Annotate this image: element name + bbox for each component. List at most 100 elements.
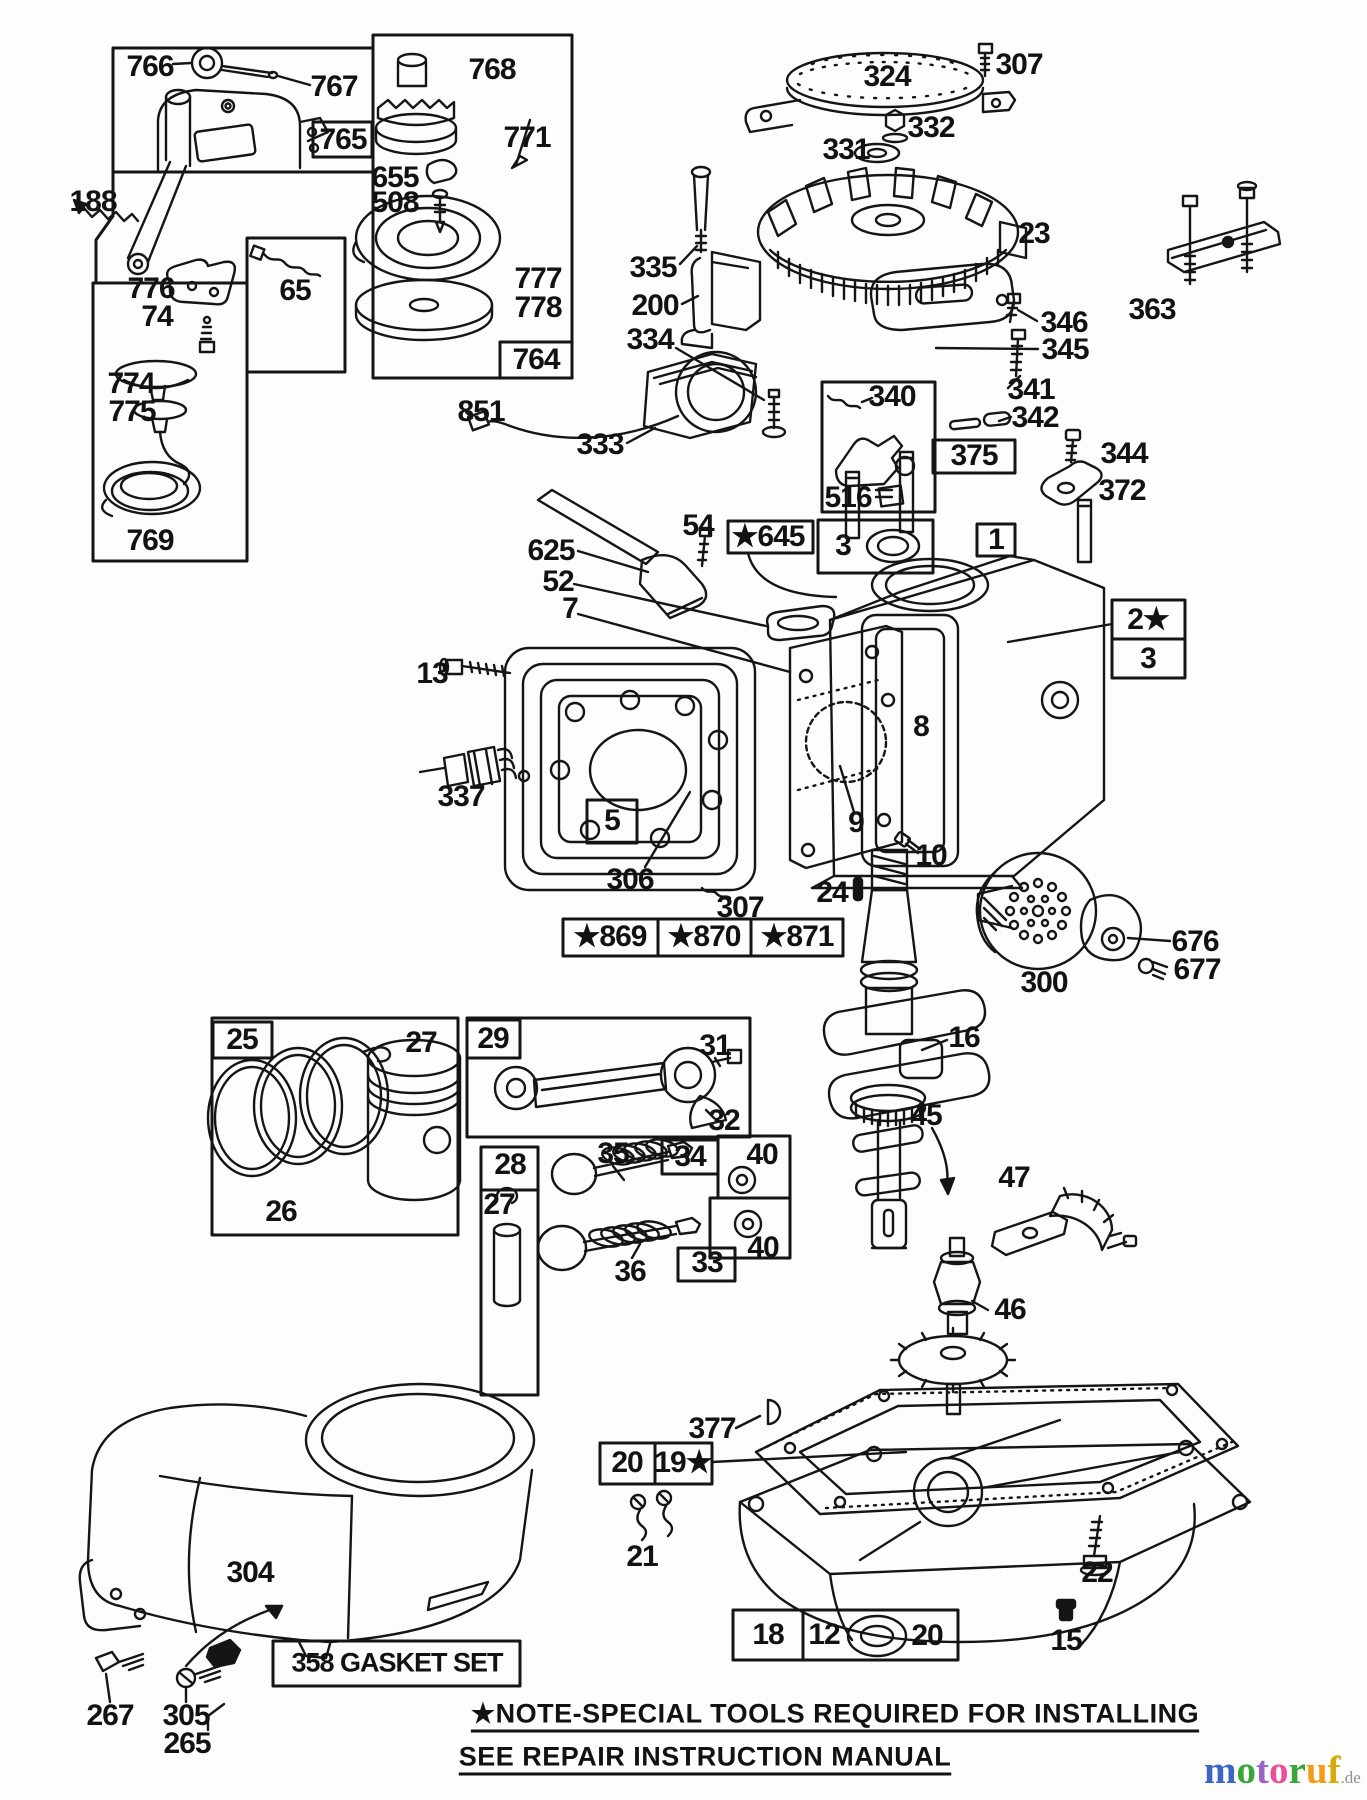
part-label: 3: [835, 529, 852, 562]
part-label: 36: [614, 1255, 646, 1288]
part-label: 35: [597, 1137, 629, 1170]
part-label: ★869: [573, 920, 648, 953]
part-label: 516: [824, 481, 872, 514]
part-label: 40: [746, 1138, 778, 1171]
part-label: 777: [514, 262, 562, 295]
part-label: 776: [127, 272, 175, 305]
part-label: 15: [1050, 1624, 1082, 1657]
part-label: 16: [948, 1021, 980, 1054]
part-label: 769: [126, 524, 174, 557]
part-label: 307: [716, 891, 764, 924]
part-label: 10: [915, 839, 947, 872]
part-label: 267: [86, 1699, 134, 1732]
part-label: ★870: [667, 920, 742, 953]
part-label: 358 GASKET SET: [291, 1647, 503, 1678]
part-label: 20: [611, 1446, 643, 1479]
flywheel-sketch: [464, 42, 1028, 445]
part-label: 332: [907, 111, 955, 144]
part-label: 304: [226, 1556, 274, 1589]
part-label: 74: [141, 300, 173, 333]
part-label: 34: [674, 1140, 706, 1173]
part-label: 8: [913, 710, 930, 743]
part-label: 31: [699, 1029, 731, 1062]
part-label: 677: [1173, 953, 1221, 986]
part-label: 344: [1100, 437, 1148, 470]
part-label: 335: [629, 251, 677, 284]
part-label: 45: [910, 1099, 942, 1132]
recoil-starter-sketch: [72, 46, 532, 518]
part-label: 26: [265, 1195, 297, 1228]
part-label: 22: [1081, 1556, 1113, 1589]
part-label: 508: [371, 186, 419, 219]
part-label: 625: [527, 534, 575, 567]
part-label: 372: [1098, 474, 1146, 507]
motoruf-logo-letters: motoruf: [1204, 1749, 1341, 1792]
breather-governor-sketch: [826, 180, 1282, 508]
special-tools-note: ★NOTE-SPECIAL TOOLS REQUIRED FOR INSTALL…: [470, 1698, 1200, 1729]
part-label: 305: [162, 1699, 210, 1732]
part-label: 771: [503, 121, 551, 154]
part-label: 29: [477, 1022, 509, 1055]
repair-manual-note: SEE REPAIR INSTRUCTION MANUAL: [458, 1741, 952, 1772]
part-label: 9: [848, 806, 865, 839]
part-label: 340: [868, 380, 916, 413]
part-label: 27: [483, 1188, 515, 1221]
part-label: 25: [226, 1023, 258, 1056]
part-label: 676: [1171, 925, 1219, 958]
part-label: 767: [310, 70, 358, 103]
part-label: 775: [108, 395, 156, 428]
part-label: 40: [747, 1231, 779, 1264]
part-label: 2★: [1127, 603, 1170, 636]
crankshaft-sketch: [822, 848, 1138, 1416]
part-label: 5: [604, 804, 621, 837]
part-label: 188: [69, 185, 117, 218]
part-label: 21: [626, 1540, 658, 1573]
part-label: 334: [626, 323, 674, 356]
part-label: 778: [514, 291, 562, 324]
part-label: 655: [371, 161, 419, 194]
part-label: 54: [682, 509, 714, 542]
part-label: 20: [911, 1619, 943, 1652]
part-label: 375: [950, 439, 998, 472]
part-label: 306: [606, 863, 654, 896]
part-label: 342: [1011, 401, 1059, 434]
part-label: 19★: [654, 1446, 712, 1479]
part-label: 28: [494, 1148, 526, 1181]
muffler-sketch: [975, 851, 1172, 981]
part-label: 200: [631, 289, 679, 322]
part-label: 324: [863, 60, 911, 93]
part-label: 307: [995, 48, 1043, 81]
part-label: 768: [468, 53, 516, 86]
part-label: 3: [1140, 642, 1157, 675]
part-label: 766: [126, 50, 174, 83]
part-label: 345: [1041, 333, 1089, 366]
part-label: 265: [163, 1727, 211, 1760]
part-label: 32: [708, 1104, 740, 1137]
part-label: 377: [688, 1412, 736, 1445]
part-label: 13: [416, 657, 448, 690]
part-label: 346: [1040, 306, 1088, 339]
motoruf-logo[interactable]: motoruf.de: [1204, 1748, 1361, 1793]
part-label: 363: [1128, 293, 1176, 326]
part-label: 12: [808, 1618, 840, 1651]
blower-housing-sketch: [78, 1382, 536, 1732]
part-label: 46: [994, 1293, 1026, 1326]
part-label: 7: [562, 592, 579, 625]
part-label: 1: [988, 523, 1005, 556]
part-label: 300: [1020, 966, 1068, 999]
motoruf-logo-suffix: .de: [1340, 1768, 1361, 1787]
part-label: 27: [405, 1026, 437, 1059]
part-label: 18: [752, 1618, 784, 1651]
part-label: 23: [1018, 217, 1050, 250]
cylinder-head-block-sketch: [418, 450, 1114, 902]
part-label: ★645: [731, 520, 806, 553]
part-label: 331: [822, 133, 870, 166]
part-label: 52: [542, 565, 574, 598]
part-label: 764: [512, 343, 560, 376]
part-label: 765: [319, 123, 367, 156]
part-label: 65: [279, 274, 311, 307]
part-label: 851: [457, 395, 505, 428]
